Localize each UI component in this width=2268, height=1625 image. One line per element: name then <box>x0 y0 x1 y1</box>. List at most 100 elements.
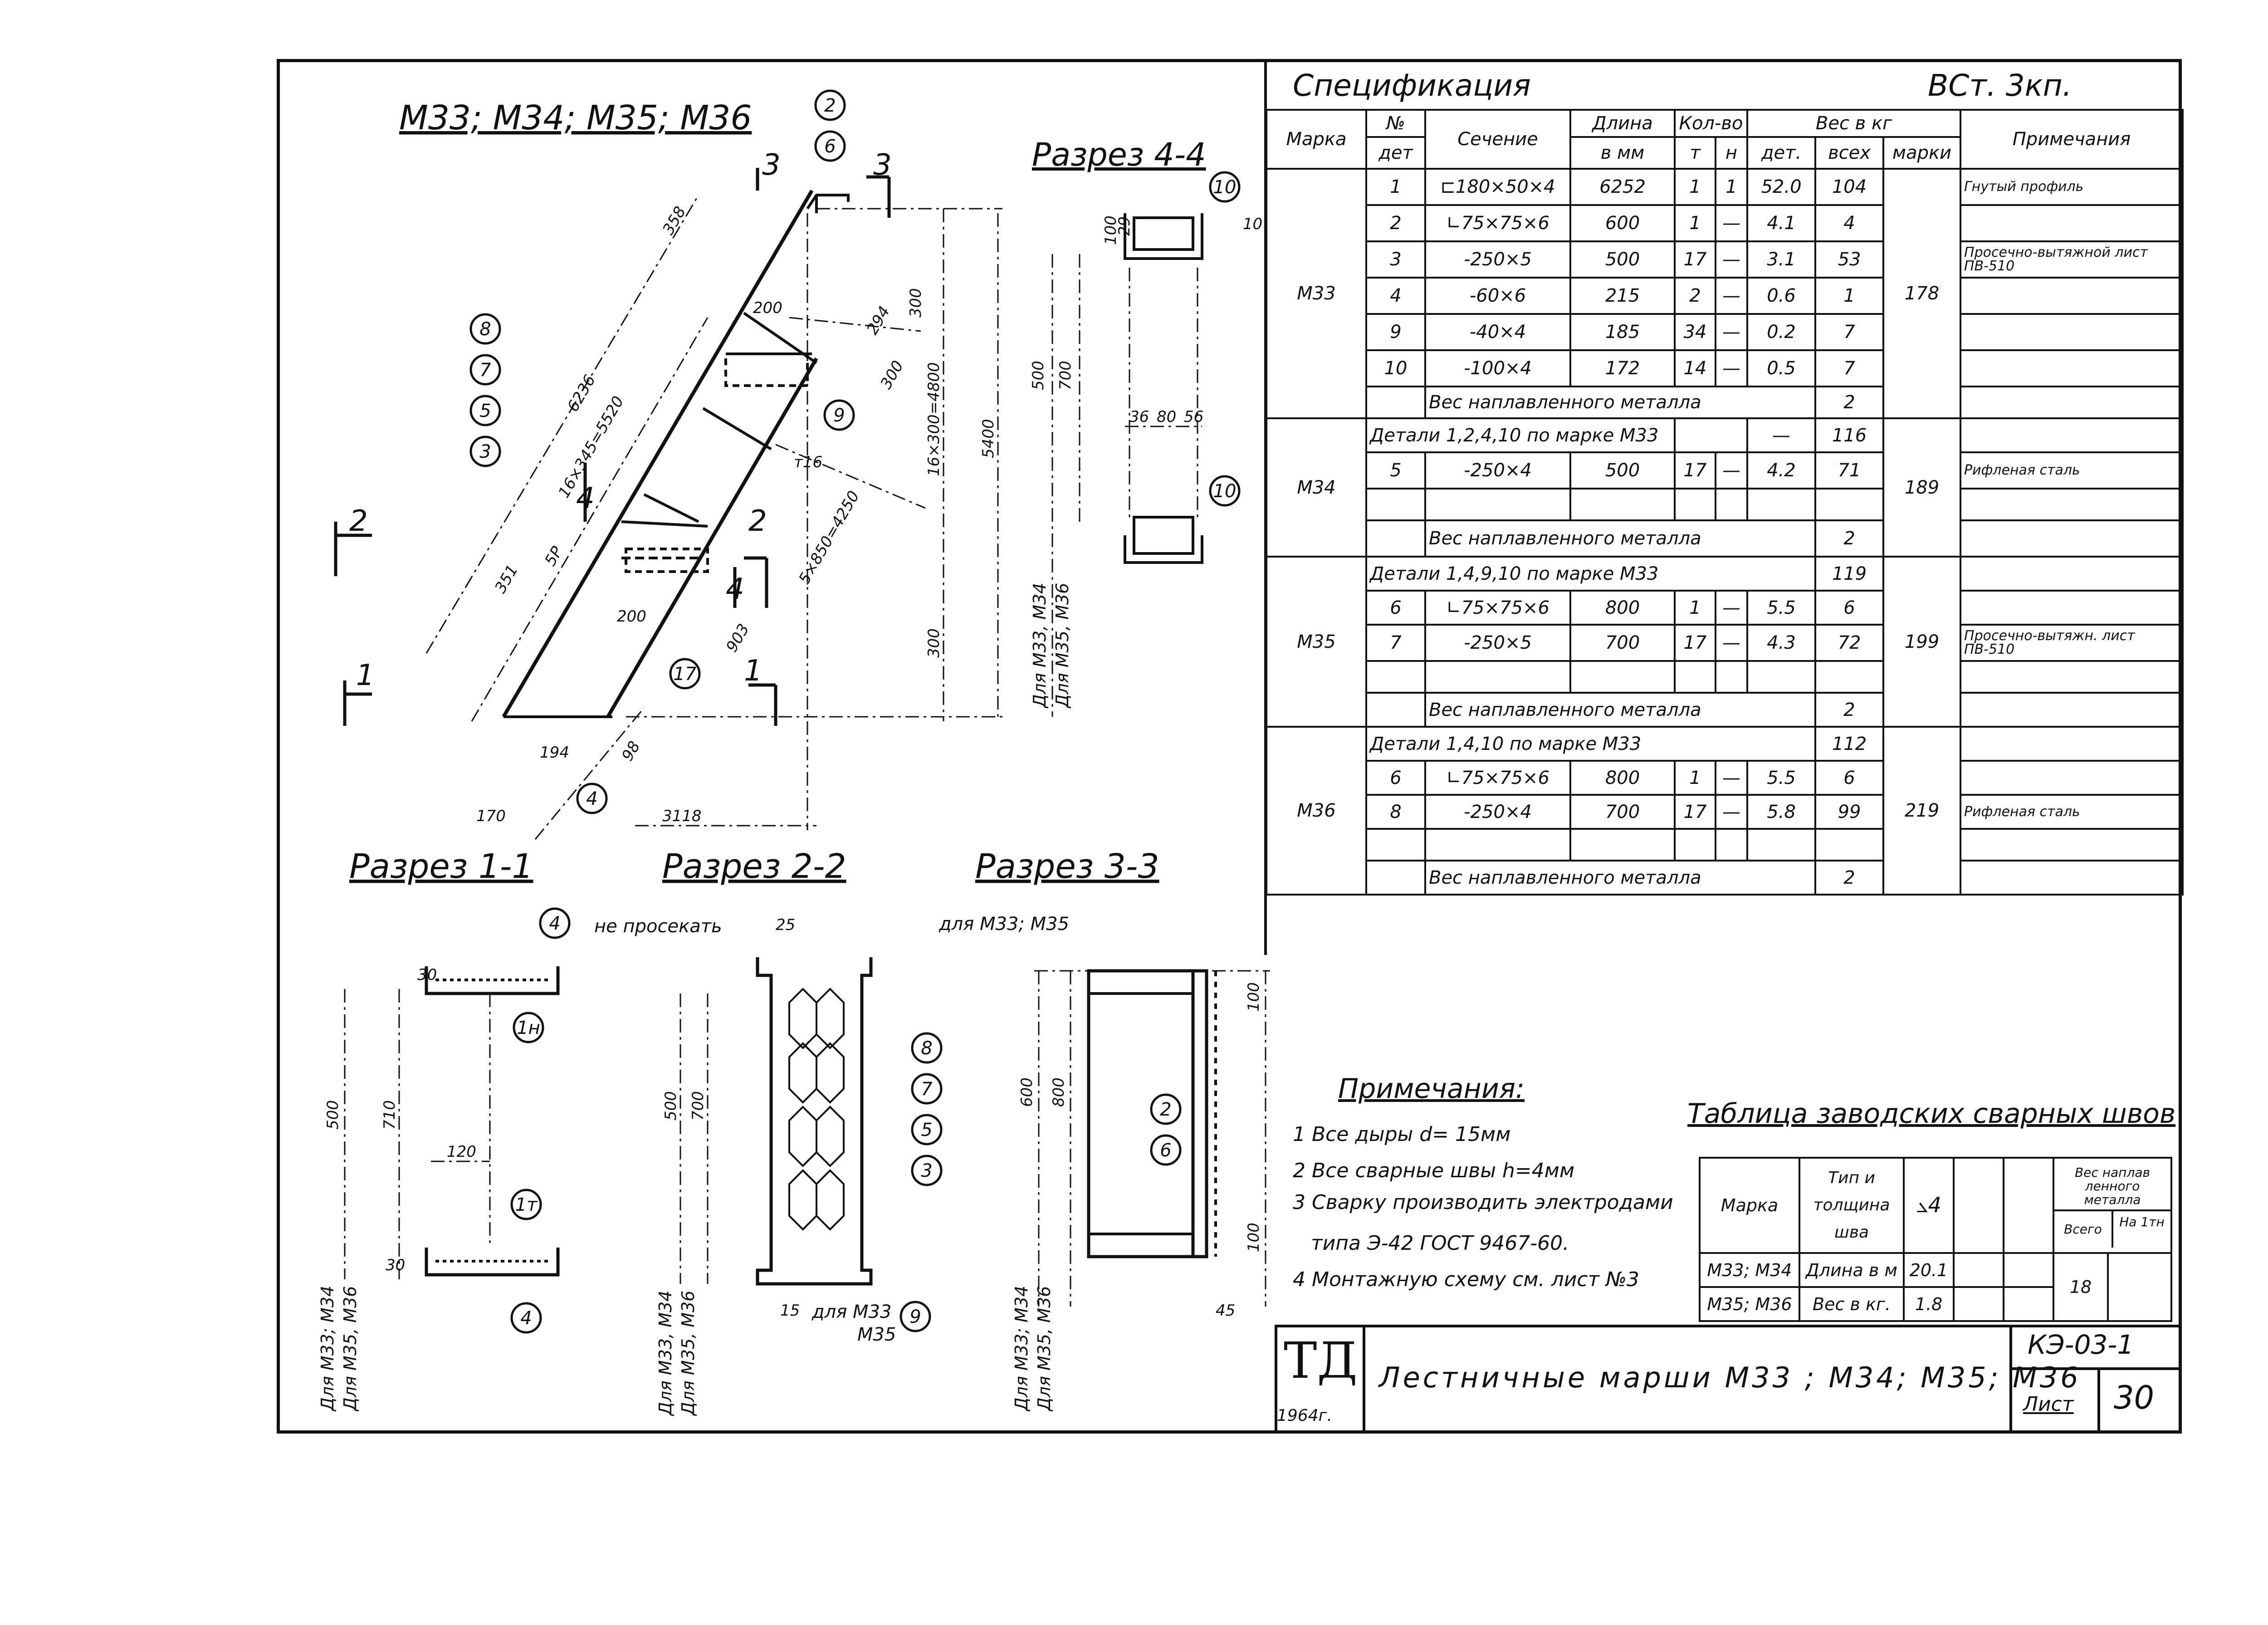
weld-r1-label: Длина в м <box>1799 1252 1905 1288</box>
fillet-weld-icon: ⦣ <box>1916 1193 1928 1217</box>
drawing-title: М33; М34; М35; М36 <box>399 98 752 137</box>
label-33-for-a: Для М33; М34 <box>1012 1286 1031 1412</box>
cell-w-det: 0.2 <box>1746 313 1817 351</box>
cell-w-det: 5.5 <box>1746 760 1817 796</box>
cell-w-det: 0.5 <box>1746 349 1817 387</box>
cell-qty-n: — <box>1714 590 1749 626</box>
cell-det: 9 <box>1365 313 1426 351</box>
hdr-qty-n: н <box>1714 136 1749 170</box>
dim-22-25: 25 <box>776 916 795 934</box>
dim-5x850: 5×850=4250 <box>795 488 863 587</box>
cell-det: 8 <box>1365 794 1426 830</box>
table-row: 7 -250×5 700 17 — 4.3 72 Просечно-вытяжн… <box>1266 624 2184 662</box>
dim-33-45: 45 <box>1216 1302 1235 1320</box>
weld-r1-mark: М33; М34 <box>1699 1252 1800 1288</box>
label-not-cut: не просекать <box>594 916 722 937</box>
callout-10-a: 10 <box>1213 177 1237 198</box>
table-row: Вес наплавленного металла 2 <box>1266 692 2184 728</box>
dim-200-bottom: 200 <box>617 607 646 626</box>
stamp-title: Лестничные марши М33 ; М34; М35; М36 <box>1379 1361 2081 1394</box>
label-11-for-a: Для М33; М34 <box>318 1286 337 1412</box>
callout-5-s22: 5 <box>921 1120 932 1140</box>
cell-w-all: 7 <box>1814 349 1885 387</box>
label-44-for-a: Для М33, М34 <box>1030 583 1050 709</box>
callout-4-s11-top: 4 <box>549 913 560 934</box>
section-mark-3-left: 3 <box>762 148 781 182</box>
callout-4-s11-bottom: 4 <box>520 1308 532 1329</box>
ref-value: 119 <box>1814 556 1885 592</box>
weld-table: Марка Тип и толщина шва ⦣4 Вес наплав ле… <box>1699 1157 2172 1322</box>
cell-length: 500 <box>1569 451 1676 489</box>
org-cell <box>1275 1325 1365 1434</box>
cell-qty-t: 14 <box>1674 349 1716 387</box>
hdr-det: дет <box>1365 136 1426 170</box>
stamp-year: 1964г. <box>1277 1406 1332 1425</box>
cell-qty-n: — <box>1714 277 1749 315</box>
cell-qty-t: 1 <box>1674 760 1716 796</box>
callout-9-s22: 9 <box>909 1307 921 1327</box>
callout-1n: 1н <box>517 1018 540 1038</box>
cell-det: 6 <box>1365 760 1426 796</box>
cell-length: 700 <box>1569 624 1676 662</box>
cell-w-all: 53 <box>1814 240 1885 279</box>
table-row: 3 -250×5 500 17 — 3.1 53 Просечно-вытяжн… <box>1266 240 2184 279</box>
weld-hdr-type: Тип и толщина шва <box>1799 1157 1905 1254</box>
dim-170: 170 <box>476 807 506 825</box>
section-mark-1-left: 1 <box>356 659 375 692</box>
cell-qty-n: — <box>1714 794 1749 830</box>
dim-16x300: 16×300=4800 <box>925 362 943 476</box>
cell-qty-n: — <box>1714 204 1749 242</box>
label-22-m35: М35 <box>857 1324 896 1345</box>
dim-44-700: 700 <box>1056 361 1075 390</box>
cell-section: ∟75×75×6 <box>1424 760 1571 796</box>
cell-qty-n: — <box>1714 451 1749 489</box>
cell-det: 2 <box>1365 204 1426 242</box>
hdr-w-all: всех <box>1814 136 1885 170</box>
weld-table-title: Таблица заводских сварных швов <box>1687 1098 2176 1130</box>
weld-metal-label: Вес наплавленного металла <box>1424 692 1817 728</box>
cell-det: 10 <box>1365 349 1426 387</box>
mark-m36: М36 <box>1266 726 1367 896</box>
cell-det: 3 <box>1365 240 1426 279</box>
label-44-for-b: Для М35, М36 <box>1052 583 1072 709</box>
hdr-qty-t: т <box>1674 136 1716 170</box>
dim-22-15: 15 <box>780 1302 800 1320</box>
label-22-for-a: Для М33, М34 <box>655 1291 675 1416</box>
cell-w-det: 0.6 <box>1746 277 1817 315</box>
weld-r1-value: 20.1 <box>1903 1252 1955 1288</box>
table-row: 5 -250×4 500 17 — 4.2 71 Рифленая сталь <box>1266 451 2184 489</box>
dim-44-56: 56 <box>1184 408 1203 426</box>
weld-hdr-h4: ⦣4 <box>1903 1157 1955 1254</box>
cell-section: ∟75×75×6 <box>1424 590 1571 626</box>
cell-section: -250×4 <box>1424 794 1571 830</box>
cell-det: 5 <box>1365 451 1426 489</box>
table-row: 9 -40×4 185 34 — 0.2 7 <box>1266 313 2184 351</box>
cell-w-det: 52.0 <box>1746 168 1817 206</box>
cell-note <box>1960 204 2184 242</box>
mark-weight-m35: 199 <box>1882 556 1962 728</box>
cell-w-all: 6 <box>1814 590 1885 626</box>
mark-weight-m33: 178 <box>1882 168 1962 419</box>
note-3-cont: типа Э-42 ГОСТ 9467-60. <box>1311 1232 1569 1255</box>
weld-hdr-type-b: толщина <box>1813 1196 1890 1214</box>
table-row: М34 Детали 1,2,4,10 по марке М33 — 116 1… <box>1266 417 2184 558</box>
cell-section: -250×5 <box>1424 240 1571 279</box>
weld-hdr-deposited: Вес наплав ленного металла Всего На 1тн <box>2053 1157 2172 1254</box>
cell-section: ∟75×75×6 <box>1424 204 1571 242</box>
mark-m34: М34 <box>1266 417 1367 558</box>
dim-22-500: 500 <box>662 1091 680 1121</box>
dim-903: 903 <box>723 621 753 655</box>
hdr-num: № <box>1365 109 1426 138</box>
weld-metal-label: Вес наплавленного металла <box>1424 519 1817 558</box>
cell-note: Просечно-вытяжн. лист ПВ-510 <box>1960 624 2184 662</box>
callout-3-s22: 3 <box>921 1160 932 1181</box>
cell-det: 6 <box>1365 590 1426 626</box>
cell-section: -60×6 <box>1424 277 1571 315</box>
cell-w-all: 7 <box>1814 313 1885 351</box>
section-mark-1-right: 1 <box>744 654 763 688</box>
spec-title: Спецификация <box>1293 68 1531 103</box>
cell-w-all: 104 <box>1814 168 1885 206</box>
weld-metal-value: 2 <box>1814 519 1885 558</box>
ref-details: Детали 1,2,4,10 по марке М33 <box>1365 417 1676 453</box>
dim-22-700: 700 <box>689 1091 707 1121</box>
